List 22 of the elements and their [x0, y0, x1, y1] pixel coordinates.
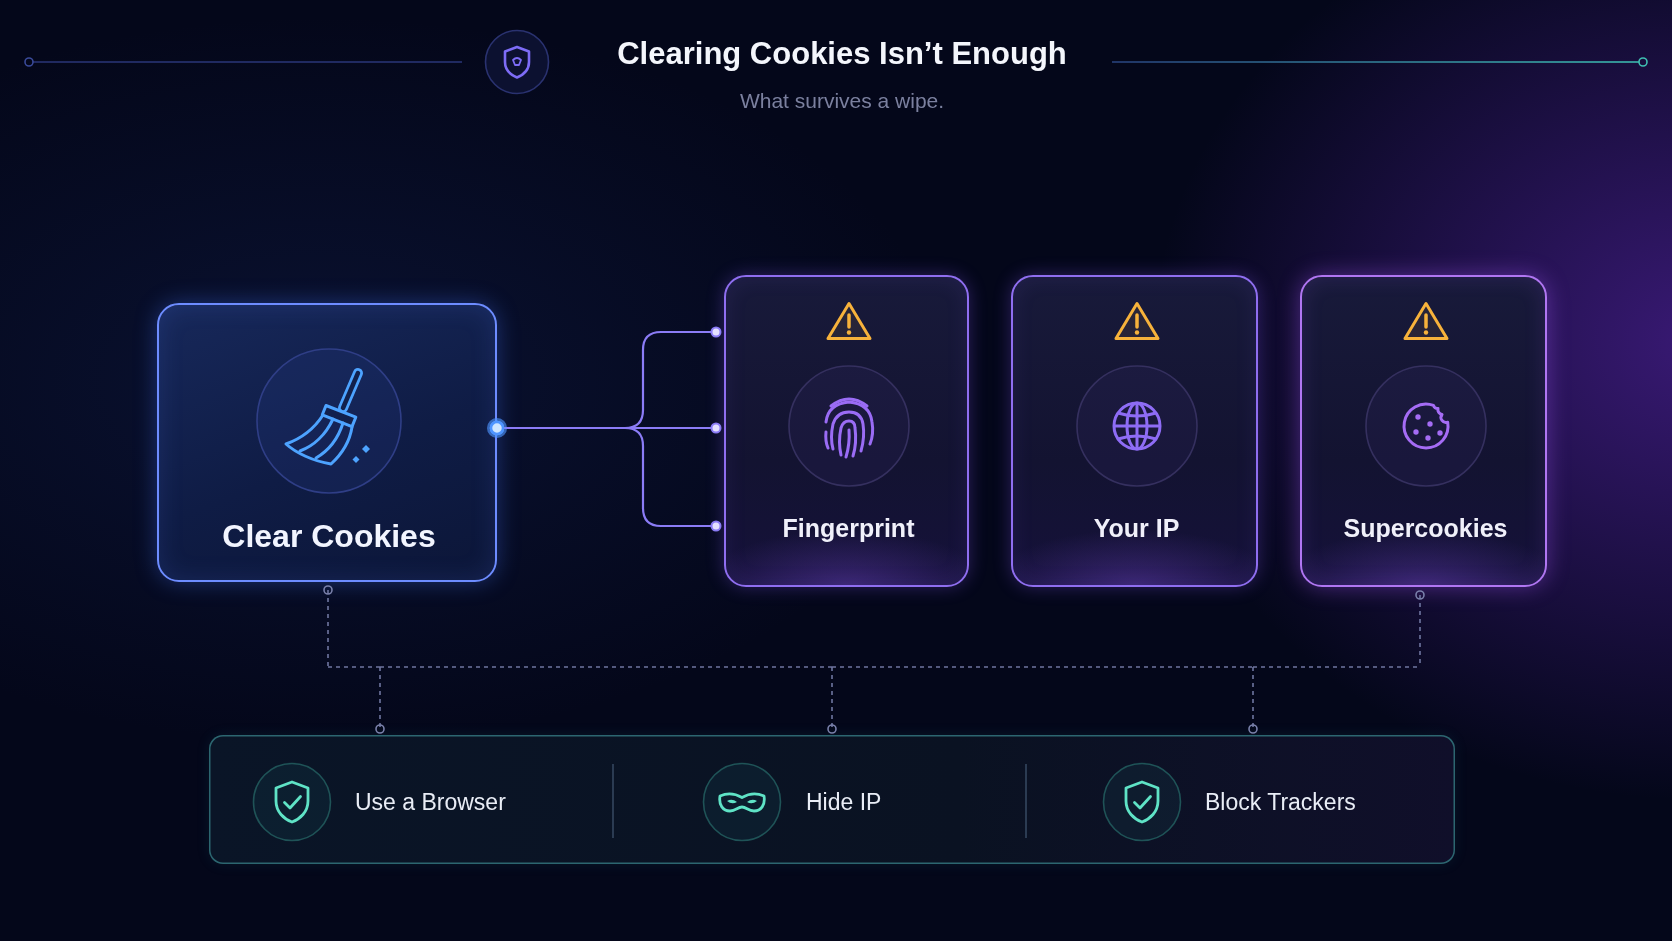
action-card	[157, 303, 497, 582]
tip-label: Use a Browser	[355, 787, 506, 816]
dashed-connector	[827, 666, 837, 734]
dashed-connector	[375, 666, 385, 734]
dashed-connector	[831, 666, 1254, 668]
tip-label: Hide IP	[806, 787, 882, 816]
threat-card	[1011, 275, 1258, 587]
card-title: Fingerprint	[782, 513, 915, 543]
title: Clearing Cookies Isn’t Enough	[617, 35, 1067, 73]
card-title: Your IP	[1093, 513, 1180, 543]
connector-line	[485, 416, 722, 532]
dashed-connector	[1248, 666, 1258, 734]
tip-label: Block Trackers	[1205, 787, 1356, 816]
subtitle: What survives a wipe.	[739, 88, 945, 114]
threat-card	[724, 275, 969, 587]
card-title: Clear Cookies	[222, 517, 436, 555]
dashed-connector	[379, 666, 833, 668]
dashed-connector	[327, 666, 381, 668]
dashed-connector	[323, 585, 333, 668]
tips-panel	[209, 735, 1455, 864]
threat-card	[1300, 275, 1547, 587]
card-title: Supercookies	[1343, 513, 1508, 543]
